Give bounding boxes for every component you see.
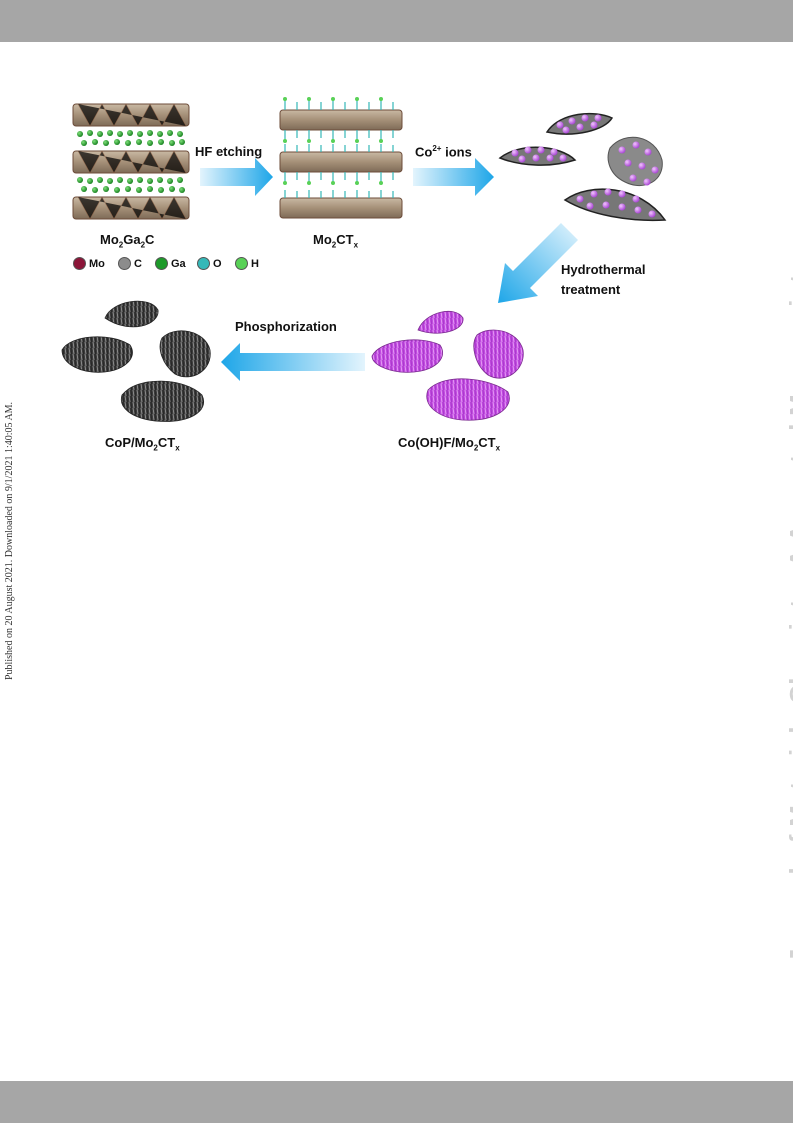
bottom-bar	[0, 1081, 793, 1123]
arrow-phosphorization	[221, 343, 365, 381]
label-cooh-f: Co(OH)F/Mo2CTx	[398, 435, 501, 453]
arrow-co-ions	[413, 158, 494, 196]
h-atom-icon	[235, 257, 248, 270]
ga-atom-icon	[155, 257, 168, 270]
scheme-figure	[61, 97, 667, 422]
c-atom-icon	[118, 257, 131, 270]
top-bar	[0, 0, 793, 42]
o-atom-icon	[197, 257, 210, 270]
cop-flakes	[61, 300, 211, 422]
mo-atom-icon	[73, 257, 86, 270]
legend-h: H	[235, 257, 259, 270]
legend-c: C	[118, 257, 142, 270]
label-phosphorization: Phosphorization	[235, 319, 337, 334]
label-mo2ga2c: Mo2Ga2C	[100, 232, 155, 250]
legend-o: O	[197, 257, 222, 270]
legend-mo: Mo	[73, 257, 105, 270]
legend-ga: Ga	[155, 257, 186, 270]
arrow-hydrothermal	[498, 223, 578, 303]
arrow-hf-etching	[200, 158, 273, 196]
mo2ctx-structure	[279, 97, 403, 219]
cooh-f-flakes	[371, 310, 524, 421]
label-hf-etching: HF etching	[195, 144, 263, 159]
label-mo2ctx: Mo2CTx	[313, 232, 359, 250]
co-adsorbed-flakes	[498, 112, 667, 222]
label-hydrothermal-2: treatment	[561, 282, 621, 297]
mo2ga2c-structure	[72, 103, 190, 220]
label-hydrothermal-1: Hydrothermal	[561, 262, 646, 277]
label-co-ions: Co2+ ions	[415, 144, 472, 160]
label-cop: CoP/Mo2CTx	[105, 435, 180, 453]
